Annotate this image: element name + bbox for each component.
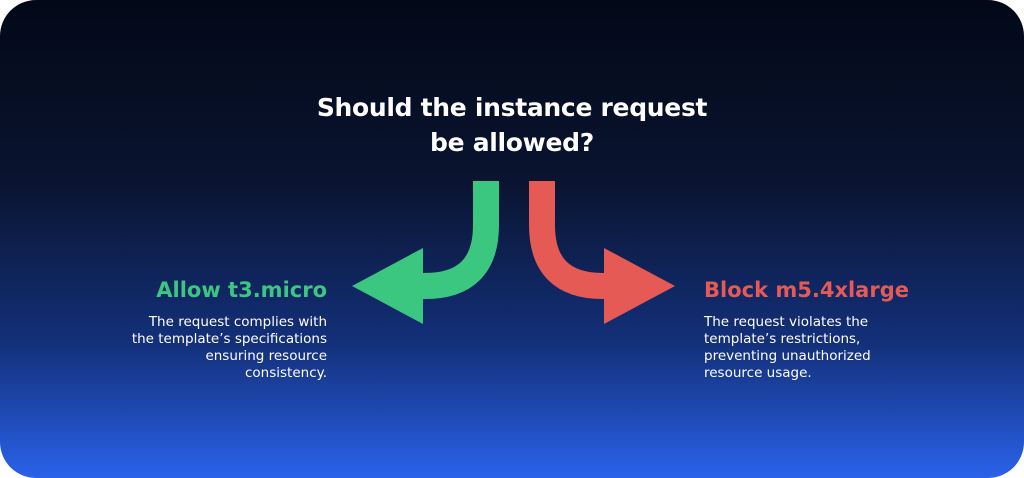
block-desc-line: resource usage. — [704, 365, 812, 381]
allow-title: Allow t3.micro — [156, 278, 327, 302]
question-line-2: be allowed? — [430, 128, 594, 157]
allow-desc-line: the template’s specifications — [131, 331, 327, 347]
allow-desc-line: consistency. — [245, 365, 327, 381]
block-desc-line: template’s restrictions, — [704, 331, 861, 347]
allow-desc-line: ensuring resource — [205, 348, 327, 364]
block-desc-line: The request violates the — [704, 314, 869, 330]
decision-question: Should the instance request be allowed? — [262, 90, 762, 160]
allow-desc-line: The request complies with — [148, 314, 327, 330]
block-desc-line: preventing unauthorized — [704, 348, 871, 364]
allow-arrow-icon — [352, 181, 499, 324]
block-title: Block m5.4xlarge — [704, 278, 909, 302]
allow-description: The request complies with the template’s… — [97, 314, 327, 382]
block-arrow-icon — [529, 181, 675, 324]
block-description: The request violates the template’s rest… — [704, 314, 934, 382]
question-line-1: Should the instance request — [316, 93, 708, 122]
